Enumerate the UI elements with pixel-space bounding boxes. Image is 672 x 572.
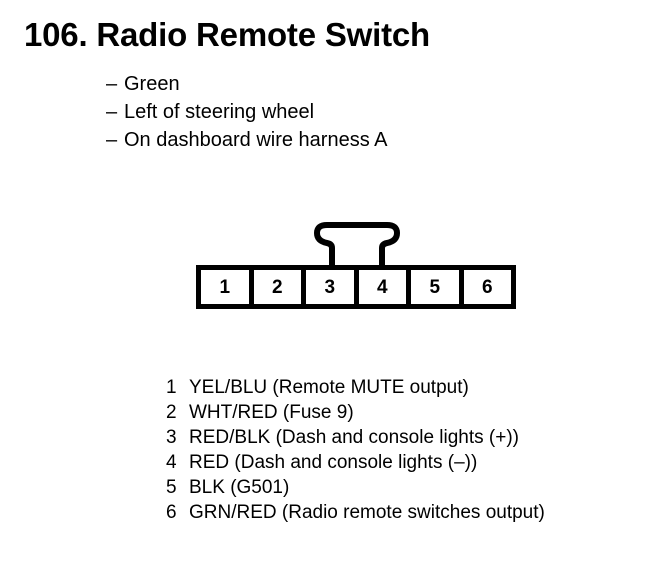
connector-latch-tab-icon xyxy=(314,222,400,267)
legend-pin-description: WHT/RED (Fuse 9) xyxy=(189,402,354,423)
attribute-list: – Green – Left of steering wheel – On da… xyxy=(106,70,586,154)
pin-number: 6 xyxy=(481,276,493,298)
connector-pin-row: 1 2 3 4 5 6 xyxy=(196,265,516,309)
legend-pin-description: RED (Dash and console lights (–)) xyxy=(189,452,478,473)
legend-row: 5 BLK (G501) xyxy=(166,475,666,500)
legend-pin-description: GRN/RED (Radio remote switches output) xyxy=(189,502,545,523)
legend-row: 4 RED (Dash and console lights (–)) xyxy=(166,450,666,475)
attribute-item: – Green xyxy=(106,70,586,98)
legend-pin-number: 4 xyxy=(166,452,177,473)
legend-pin-number: 5 xyxy=(166,477,177,498)
pin-legend-list: 1 YEL/BLU (Remote MUTE output) 2 WHT/RED… xyxy=(166,375,666,525)
dash-bullet-icon: – xyxy=(106,129,118,151)
pin-cell: 2 xyxy=(253,270,306,304)
pin-number: 3 xyxy=(324,276,336,298)
attribute-label: Left of steering wheel xyxy=(124,101,315,123)
page-title: 106. Radio Remote Switch xyxy=(24,16,430,53)
legend-pin-number: 1 xyxy=(166,377,177,398)
pin-number: 2 xyxy=(271,276,283,298)
legend-row: 1 YEL/BLU (Remote MUTE output) xyxy=(166,375,666,400)
dash-bullet-icon: – xyxy=(106,101,118,123)
legend-pin-number: 2 xyxy=(166,402,177,423)
legend-pin-description: BLK (G501) xyxy=(189,477,290,498)
pin-number: 5 xyxy=(429,276,441,298)
legend-pin-description: YEL/BLU (Remote MUTE output) xyxy=(189,377,469,398)
connector-diagram: 1 2 3 4 5 6 xyxy=(196,222,516,310)
pin-number: 4 xyxy=(376,276,388,298)
legend-row: 3 RED/BLK (Dash and console lights (+)) xyxy=(166,425,666,450)
legend-row: 6 GRN/RED (Radio remote switches output) xyxy=(166,500,666,525)
legend-pin-number: 6 xyxy=(166,502,177,523)
pin-cell: 5 xyxy=(411,270,464,304)
legend-pin-number: 3 xyxy=(166,427,177,448)
legend-pin-description: RED/BLK (Dash and console lights (+)) xyxy=(189,427,520,448)
pin-cell: 1 xyxy=(201,270,254,304)
pin-cell: 3 xyxy=(306,270,359,304)
pin-number: 1 xyxy=(219,276,231,298)
dash-bullet-icon: – xyxy=(106,73,118,95)
pin-cell: 6 xyxy=(463,270,511,304)
legend-row: 2 WHT/RED (Fuse 9) xyxy=(166,400,666,425)
attribute-label: Green xyxy=(124,73,180,95)
attribute-item: – On dashboard wire harness A xyxy=(106,126,586,154)
attribute-label: On dashboard wire harness A xyxy=(124,129,388,151)
attribute-item: – Left of steering wheel xyxy=(106,98,586,126)
pin-cell: 4 xyxy=(358,270,411,304)
